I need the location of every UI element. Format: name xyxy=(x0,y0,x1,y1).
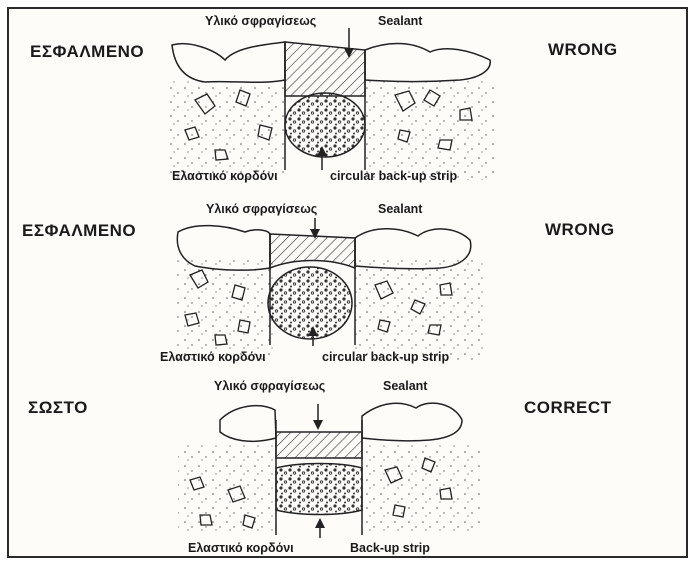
sealant-label-gr-2: Υλικό σφραγίσεως xyxy=(206,202,318,216)
strip-label-gr-2: Ελαστικό κορδόνι xyxy=(160,350,266,364)
joint-diagram-2 xyxy=(175,218,485,360)
sealant-label-gr-3: Υλικό σφραγίσεως xyxy=(214,379,326,393)
right-label-2: WRONG xyxy=(545,220,615,239)
strip-label-gr-3: Ελαστικό κορδόνι xyxy=(188,541,294,555)
sealant-label-gr-1: Υλικό σφραγίσεως xyxy=(205,14,317,28)
left-label-2: ΕΣΦΑΛΜΕΝΟ xyxy=(22,221,137,240)
joint-diagram-1 xyxy=(165,28,495,180)
strip-label-gr-1: Ελαστικό κορδόνι xyxy=(172,169,278,183)
sealant-label-en-2: Sealant xyxy=(378,202,423,216)
right-label-1: WRONG xyxy=(548,40,618,59)
left-label-1: ΕΣΦΑΛΜΕΝΟ xyxy=(30,42,145,61)
strip-label-en-3: Back-up strip xyxy=(350,541,430,555)
strip-label-en-2: circular back-up strip xyxy=(322,350,450,364)
right-label-3: CORRECT xyxy=(524,398,612,417)
joint-diagram-3 xyxy=(178,402,480,538)
sealant-label-en-1: Sealant xyxy=(378,14,423,28)
strip-label-en-1: circular back-up strip xyxy=(330,169,458,183)
left-label-3: ΣΩΣΤΟ xyxy=(28,398,88,417)
sealant-label-en-3: Sealant xyxy=(383,379,428,393)
